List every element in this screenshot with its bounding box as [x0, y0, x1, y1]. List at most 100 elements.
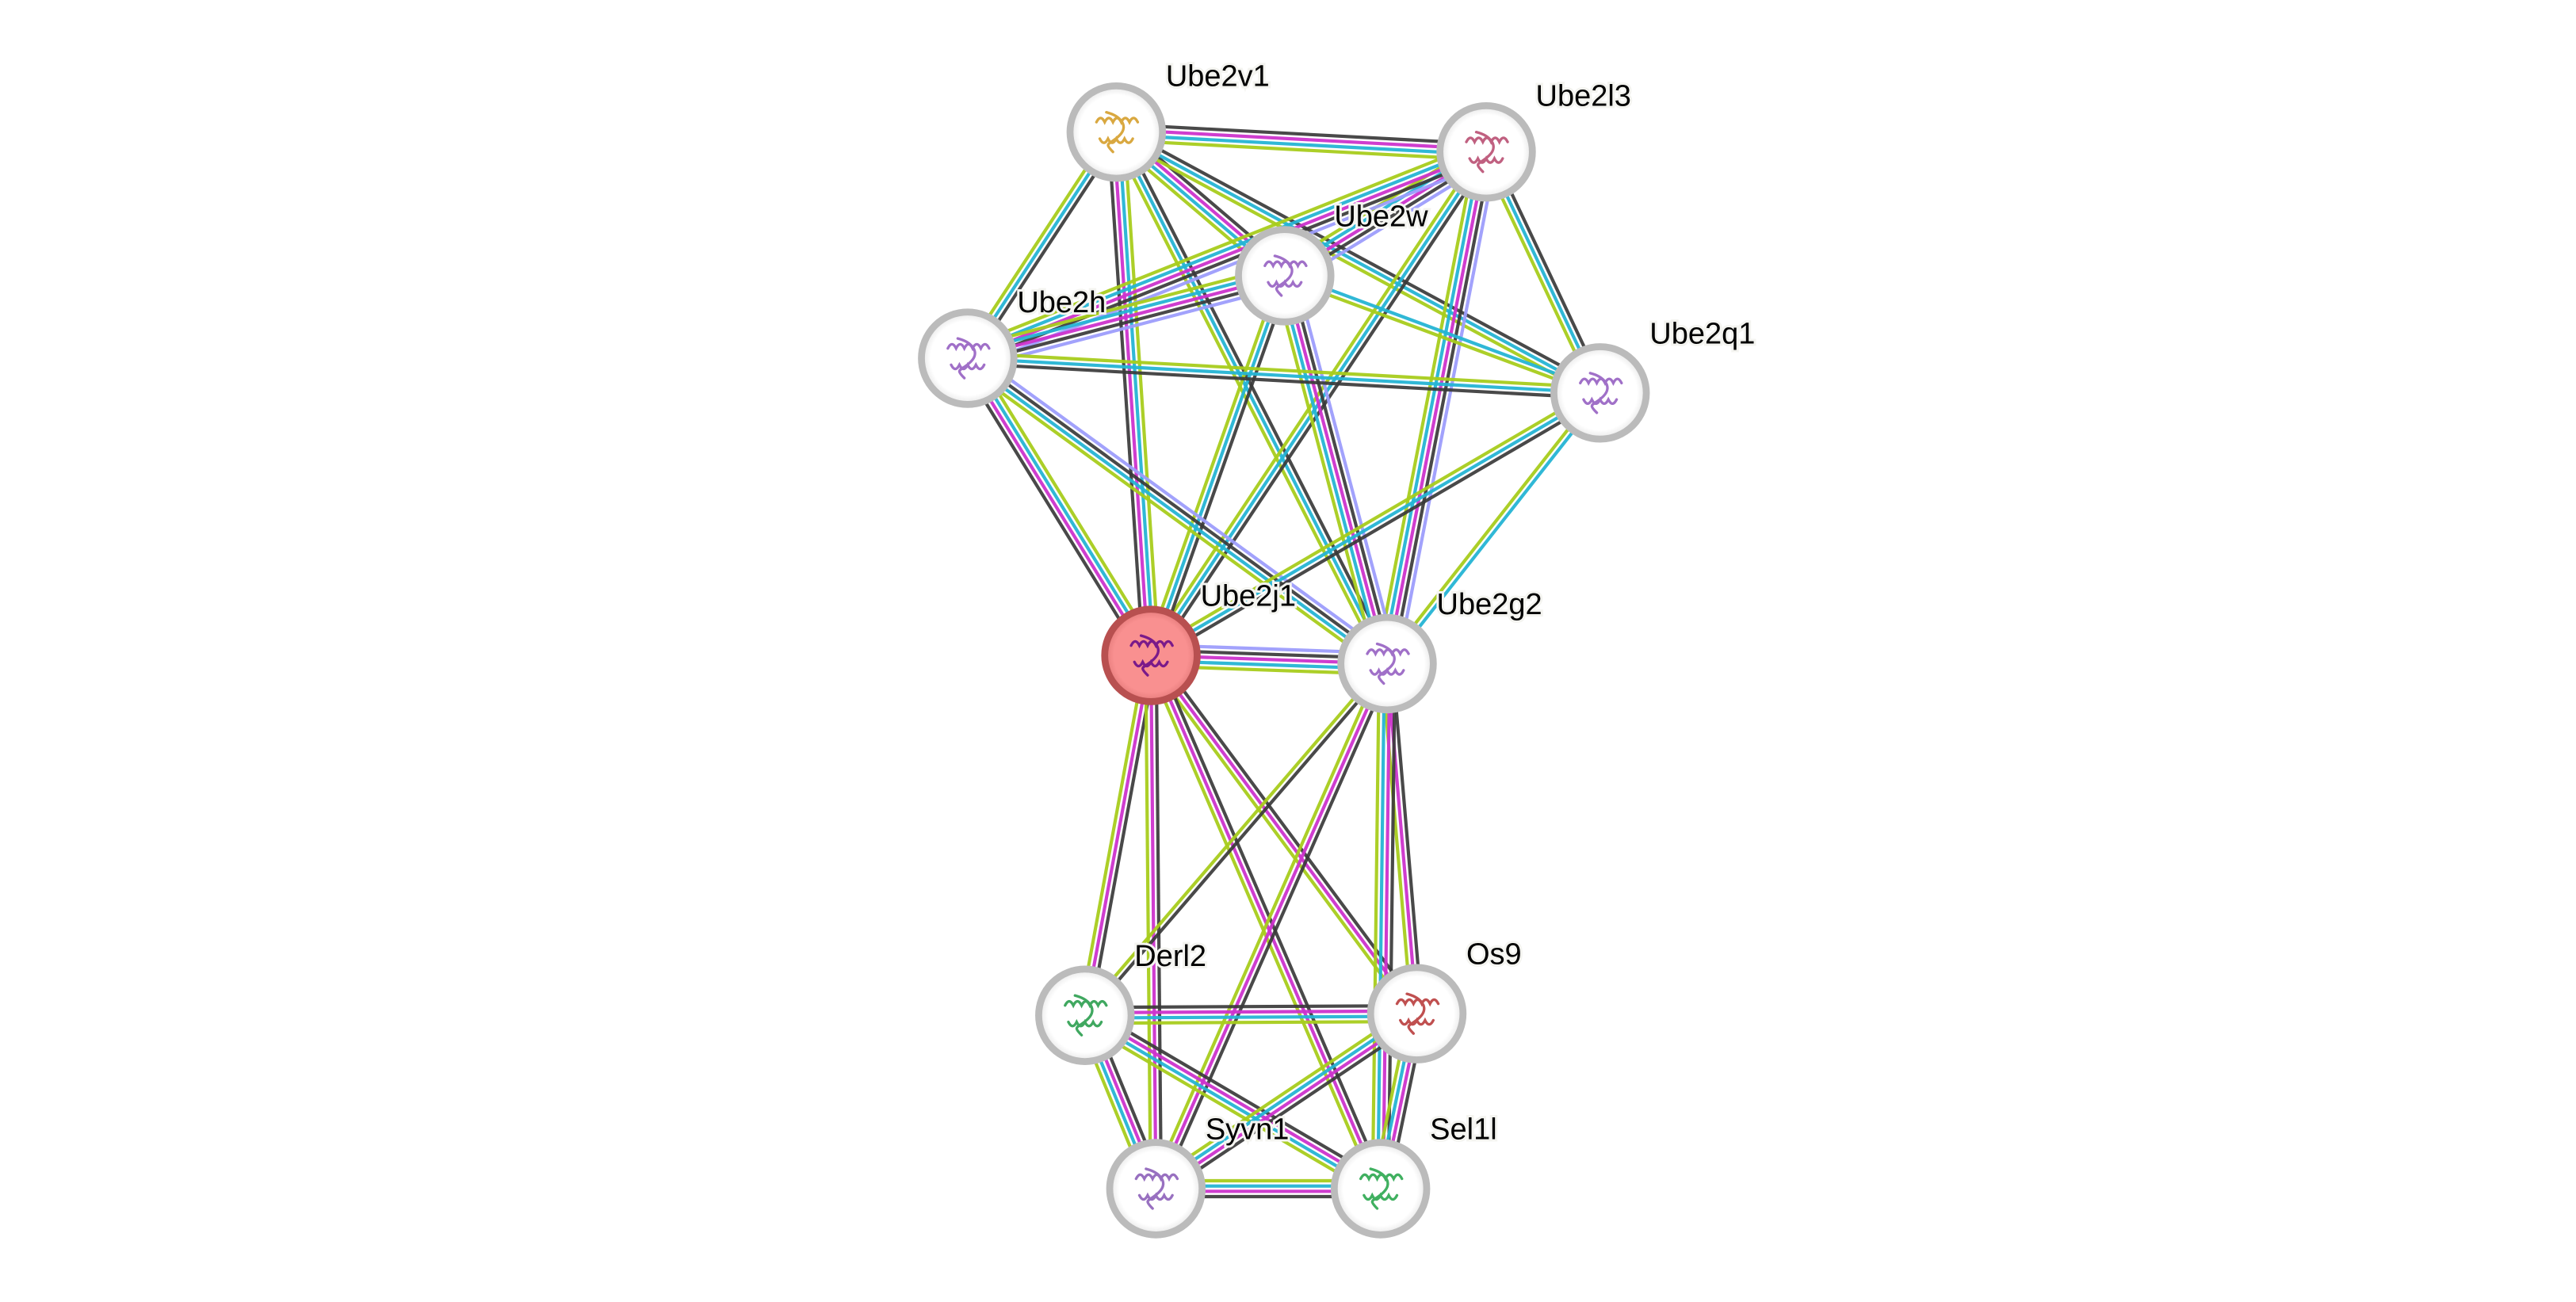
edge-ube2w-ube2g2[interactable]	[1272, 272, 1399, 667]
node-circle[interactable]	[1106, 1139, 1206, 1239]
edge-ube2q1-ube2j1[interactable]	[1147, 387, 1604, 662]
protein-structure-icon	[1129, 634, 1174, 677]
node-label: Derl2	[1134, 940, 1206, 973]
edge-ube2l3-ube2g2[interactable]	[1374, 149, 1499, 666]
edge-ube2v1-ube2q1[interactable]	[1113, 125, 1603, 399]
evidence-line-curated_db	[1153, 1010, 1416, 1188]
edge-ube2g2-sel1l[interactable]	[1370, 663, 1397, 1189]
evidence-line-textmining	[1115, 138, 1486, 162]
node-ube2j1[interactable]: Ube2j1	[1101, 578, 1298, 705]
evidence-line-textmining	[1383, 390, 1599, 663]
node-syvn1[interactable]: Syvn1	[1106, 1111, 1291, 1239]
node-label: Sel1l	[1430, 1113, 1497, 1147]
evidence-line-experimental	[1154, 662, 1389, 1189]
node-circle[interactable]	[1330, 1139, 1431, 1239]
evidence-line-textmining	[1081, 660, 1387, 1015]
node-circle[interactable]	[1550, 343, 1650, 443]
edge-ube2w-ube2q1[interactable]	[1282, 271, 1602, 397]
node-circle[interactable]	[1436, 101, 1536, 202]
node-ube2q1[interactable]: Ube2q1	[1550, 315, 1757, 443]
evidence-line-textmining	[1150, 1006, 1414, 1184]
node-ube2l3[interactable]: Ube2l3	[1436, 77, 1634, 202]
node-derl2[interactable]: Derl2	[1035, 937, 1209, 1065]
evidence-line-textmining	[1147, 387, 1599, 653]
edge-derl2-sel1l[interactable]	[1080, 1006, 1385, 1197]
evidence-line-curated_db	[1084, 1014, 1417, 1020]
edge-ube2g2-syvn1[interactable]	[1149, 660, 1394, 1192]
evidence-line-coexpression	[1153, 154, 1492, 659]
node-ube2g2[interactable]: Ube2g2	[1337, 586, 1545, 714]
evidence-line-experimental	[1282, 275, 1389, 665]
protein-structure-icon	[1359, 1167, 1404, 1210]
evidence-line-textmining	[1282, 277, 1600, 397]
node-circle[interactable]	[918, 308, 1018, 408]
protein-structure-icon	[1465, 131, 1509, 174]
evidence-line-textmining	[1149, 660, 1384, 1188]
evidence-line-textmining	[961, 363, 1384, 672]
evidence-line-curated_db	[1116, 132, 1486, 157]
node-ube2v1[interactable]: Ube2v1	[1066, 57, 1272, 182]
edge-ube2h-ube2q1[interactable]	[967, 351, 1601, 400]
evidence-line-textmining	[973, 353, 1160, 652]
evidence-line-experimental	[967, 273, 1286, 361]
evidence-line-textmining	[1374, 149, 1477, 662]
evidence-line-coexpression	[1084, 1004, 1417, 1010]
evidence-line-textmining	[1080, 1021, 1378, 1197]
node-circle[interactable]	[1066, 82, 1167, 182]
node-label: Ube2l3	[1536, 79, 1631, 113]
evidence-line-homology	[1293, 272, 1399, 662]
evidence-line-coexpression	[1390, 152, 1493, 666]
evidence-line-textmining	[1145, 656, 1378, 1192]
node-circle[interactable]	[1035, 965, 1135, 1065]
evidence-line-experimental	[1084, 1009, 1417, 1015]
node-circle[interactable]	[1235, 226, 1335, 326]
node-label: Ube2h	[1017, 286, 1106, 319]
evidence-line-coexpression	[1118, 125, 1603, 390]
node-label: Ube2q1	[1649, 317, 1755, 350]
evidence-line-experimental	[1116, 128, 1487, 151]
edge-ube2j1-syvn1[interactable]	[1144, 655, 1164, 1189]
edge-ube2g2-os9[interactable]	[1380, 662, 1424, 1014]
evidence-line-textmining	[1370, 663, 1382, 1189]
node-circle[interactable]	[1337, 613, 1437, 714]
evidence-line-experimental	[1156, 1014, 1420, 1193]
evidence-line-curated_db	[1115, 130, 1601, 395]
node-label: Ube2g2	[1437, 588, 1542, 621]
evidence-line-experimental	[1149, 654, 1419, 1015]
evidence-line-coexpression	[1390, 662, 1424, 1014]
edge-ube2h-ube2g2[interactable]	[961, 350, 1393, 672]
protein-structure-icon	[946, 337, 991, 380]
edge-ube2v1-ube2l3[interactable]	[1115, 122, 1487, 162]
node-circle[interactable]	[1366, 964, 1467, 1063]
edge-ube2q1-ube2g2[interactable]	[1383, 390, 1604, 666]
evidence-line-textmining	[1084, 1020, 1417, 1025]
node-circle[interactable]	[1101, 605, 1201, 705]
evidence-line-textmining	[1144, 655, 1152, 1189]
evidence-line-coexpression	[1159, 665, 1394, 1192]
node-ube2h[interactable]: Ube2h	[918, 284, 1108, 408]
protein-structure-icon	[1095, 111, 1140, 154]
edge-ube2w-ube2j1[interactable]	[1144, 273, 1292, 658]
evidence-line-coexpression	[1116, 122, 1487, 146]
node-label: Syvn1	[1206, 1113, 1290, 1147]
node-label: Ube2v1	[1166, 59, 1270, 93]
evidence-line-textmining	[963, 140, 1483, 350]
node-ube2w[interactable]: Ube2w	[1235, 197, 1431, 326]
edge-os9-syvn1[interactable]	[1150, 1006, 1423, 1197]
evidence-line-coexpression	[1154, 655, 1164, 1189]
edge-ube2v1-ube2j1[interactable]	[1106, 131, 1161, 656]
node-sel1l[interactable]: Sel1l	[1330, 1111, 1500, 1239]
evidence-line-coexpression	[959, 361, 1146, 661]
edge-ube2g2-derl2[interactable]	[1081, 660, 1391, 1018]
evidence-line-coexpression	[1119, 128, 1393, 662]
edge-ube2j1-sel1l[interactable]	[1145, 652, 1387, 1192]
edge-derl2-os9[interactable]	[1084, 1004, 1417, 1025]
evidence-line-textmining	[968, 351, 1601, 390]
evidence-line-textmining	[1380, 663, 1413, 1014]
evidence-line-experimental	[1381, 663, 1392, 1189]
protein-structure-icon	[1064, 994, 1108, 1037]
edge-ube2h-ube2j1[interactable]	[959, 353, 1160, 661]
node-label: Ube2w	[1334, 200, 1428, 233]
node-os9[interactable]: Os9	[1366, 936, 1524, 1063]
